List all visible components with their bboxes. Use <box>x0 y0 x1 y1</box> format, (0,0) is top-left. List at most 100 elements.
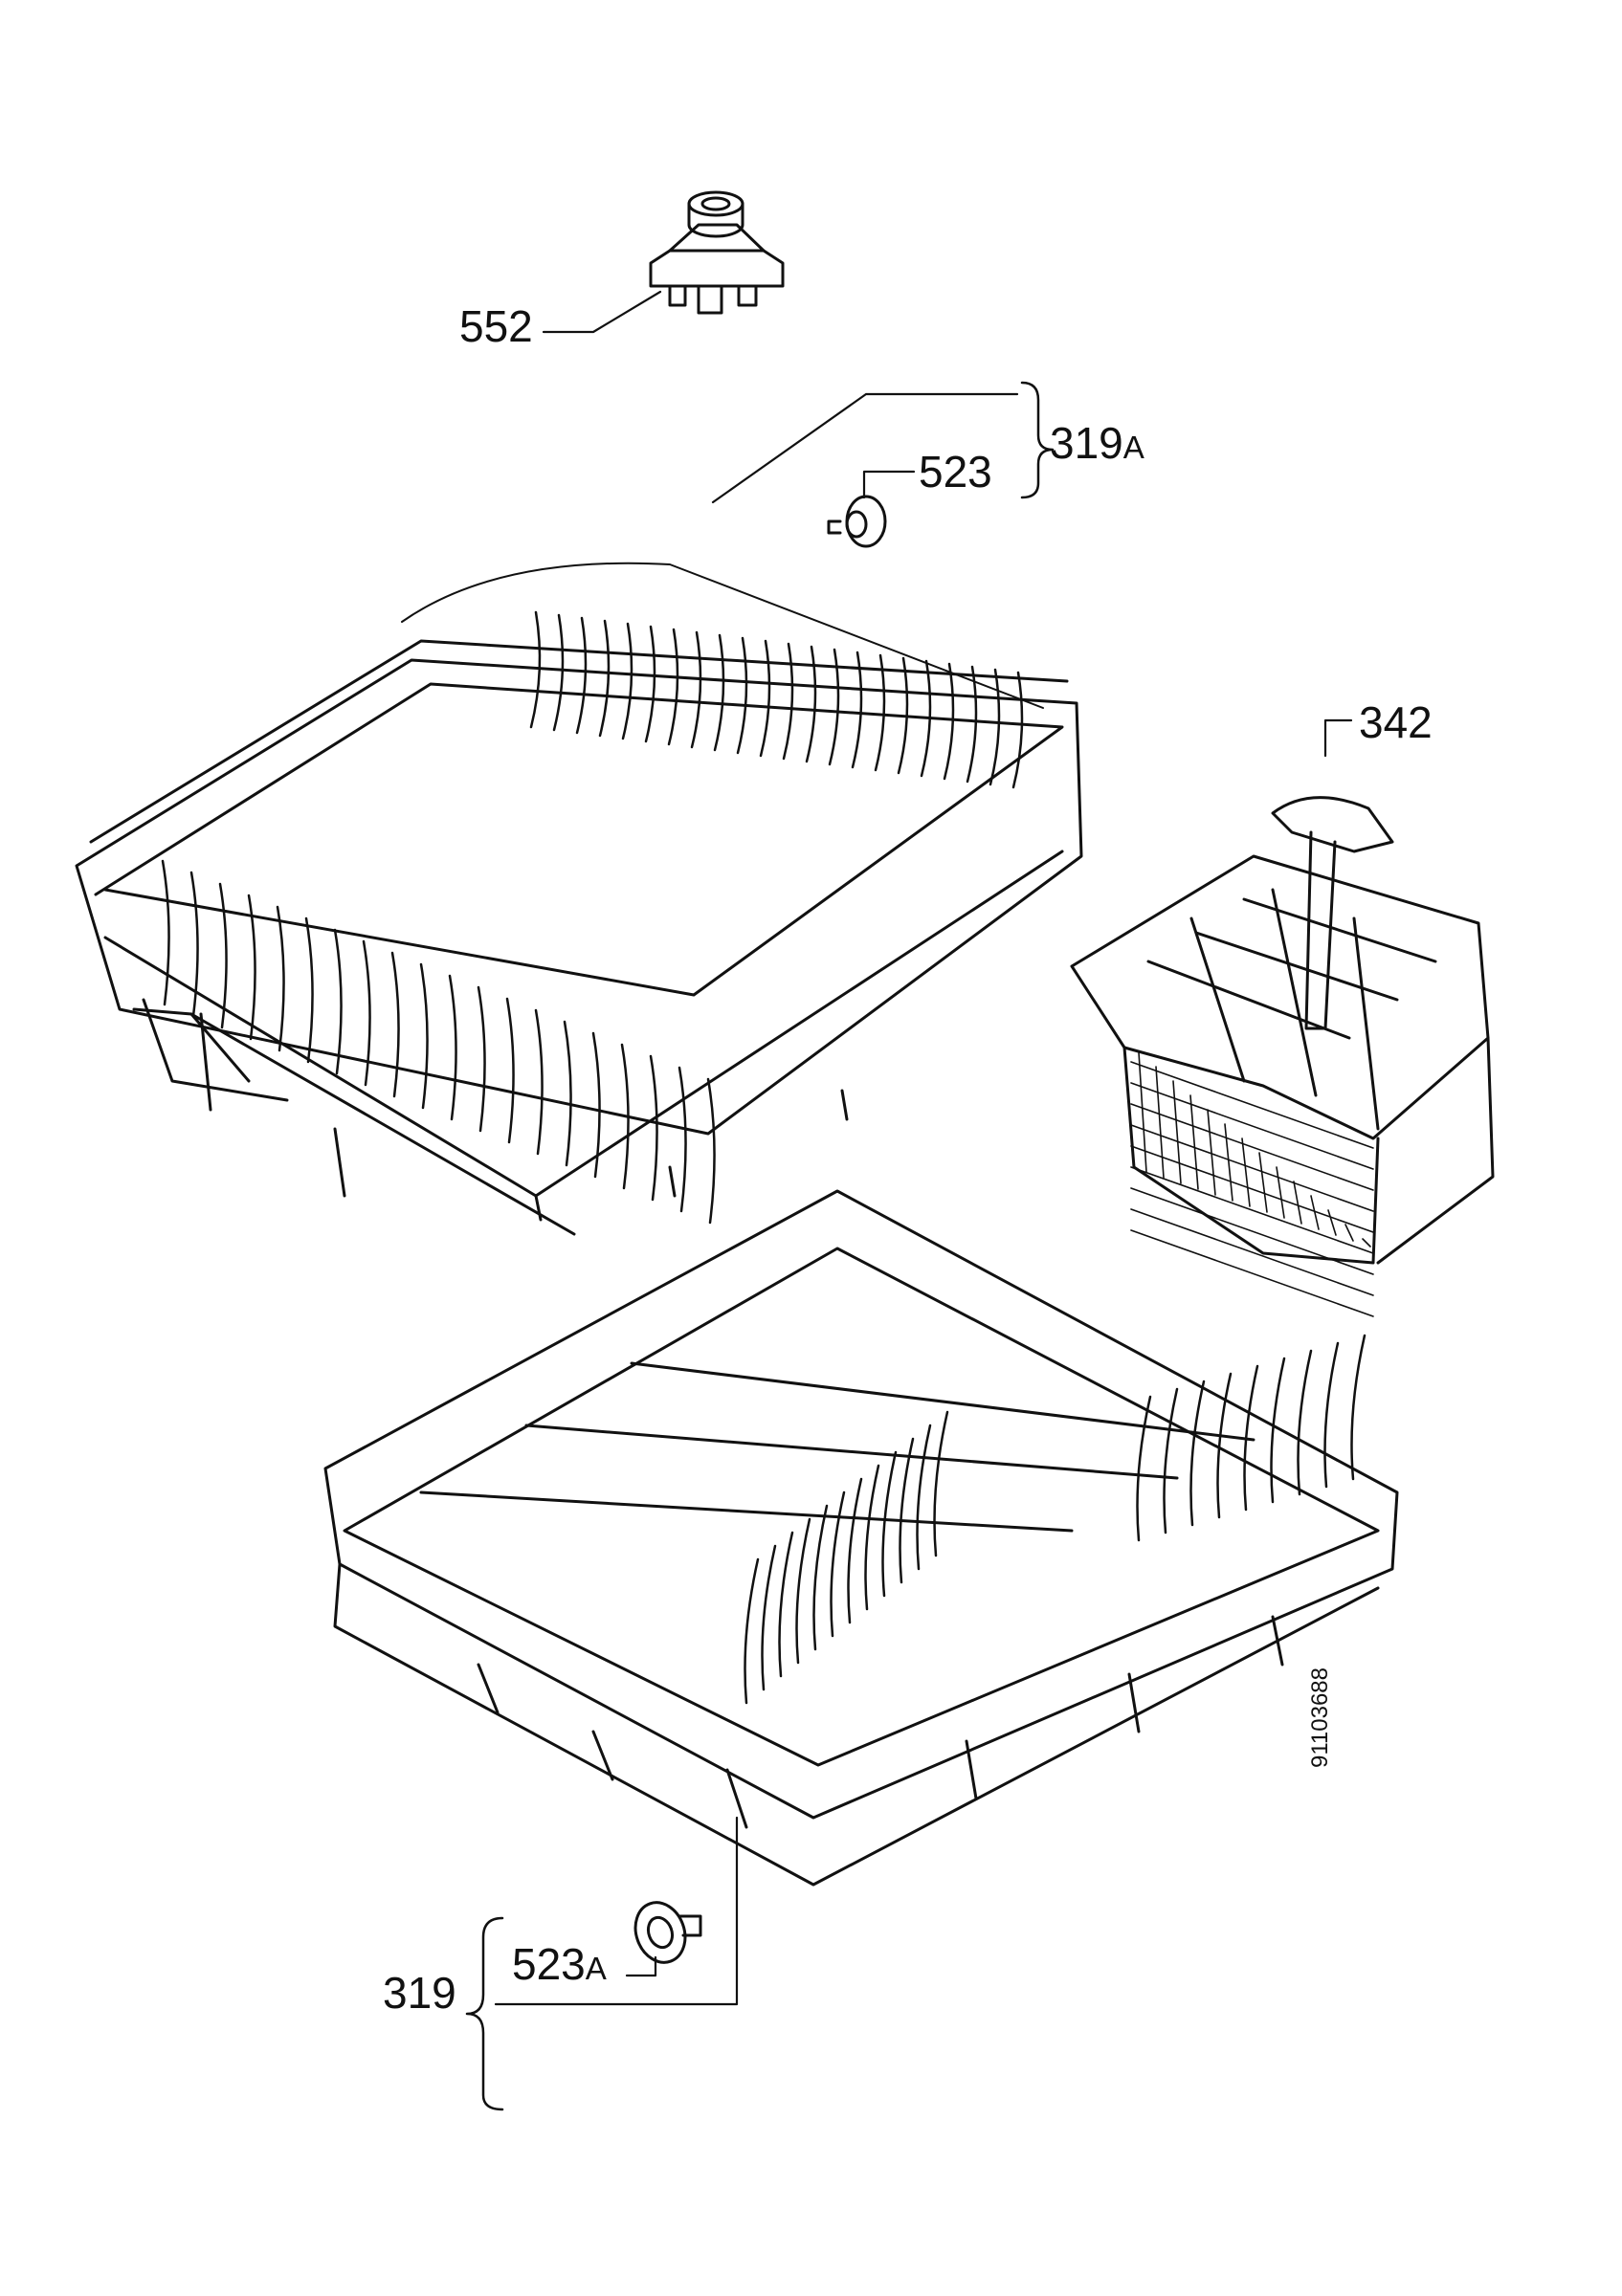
upper-front-tine <box>534 1008 544 1156</box>
lower-rack-tine <box>1270 1357 1286 1504</box>
lower-rack-tine <box>916 1424 932 1571</box>
lower-rack-tine <box>830 1490 846 1638</box>
lower-rack-tine <box>933 1410 949 1557</box>
lower-rack-tine <box>1323 1341 1340 1489</box>
upper-rear-tine <box>552 613 565 732</box>
part-label-319a-main: 319 <box>1050 418 1123 468</box>
cutlery-mesh-line <box>1310 1195 1320 1230</box>
part-523-wheel <box>827 495 887 548</box>
drawing-code: 91103688 <box>1307 1667 1333 1768</box>
upper-rear-tine <box>690 630 702 749</box>
leader-342 <box>1323 718 1353 758</box>
part-label-319: 319 <box>383 1968 456 2018</box>
cutlery-mesh-line <box>1189 1094 1199 1190</box>
upper-front-tine <box>563 1020 572 1167</box>
upper-front-tine <box>161 859 170 1006</box>
upper-rear-tine <box>782 642 794 761</box>
cutlery-mesh-line <box>1155 1066 1165 1179</box>
lower-rack-tine <box>795 1517 811 1665</box>
cutlery-mesh-line <box>1130 1229 1374 1317</box>
part-label-342: 342 <box>1359 697 1433 747</box>
leader-319 <box>494 1816 739 2006</box>
upper-front-tine <box>189 871 199 1018</box>
cutlery-mesh-line <box>1344 1224 1354 1242</box>
lower-rack-tine <box>1163 1387 1179 1534</box>
upper-front-tine <box>620 1043 630 1190</box>
lower-rack-tine <box>864 1464 880 1611</box>
part-342-cutlery-basket <box>1070 796 1495 1317</box>
cutlery-mesh-line <box>1130 1082 1374 1170</box>
lower-rack-tine <box>1189 1380 1206 1527</box>
brace-319a <box>1020 381 1055 499</box>
upper-rear-tine <box>644 625 656 743</box>
upper-rear-tine <box>667 628 679 746</box>
leader-319a <box>711 392 1019 504</box>
cutlery-mesh-line <box>1258 1152 1268 1213</box>
leader-552 <box>542 290 662 334</box>
upper-front-tine <box>218 882 228 1029</box>
upper-rear-tine <box>966 665 978 784</box>
part-label-319a: 319A <box>1050 421 1144 465</box>
upper-front-tine <box>419 962 429 1110</box>
lower-rack-tine <box>1350 1334 1366 1481</box>
upper-rear-tine <box>621 622 633 740</box>
part-label-523: 523 <box>919 447 992 497</box>
lower-rack-tine <box>744 1557 760 1705</box>
cutlery-mesh-line <box>1130 1124 1374 1212</box>
upper-rear-tine <box>759 639 771 758</box>
part-552-roller <box>649 190 785 315</box>
brace-319 <box>465 1916 504 2111</box>
upper-rear-tine <box>575 616 588 735</box>
cutlery-mesh-line <box>1207 1109 1216 1196</box>
upper-front-tine <box>706 1077 716 1225</box>
upper-front-tine <box>448 974 457 1121</box>
part-label-523a: 523A <box>512 1942 607 1986</box>
upper-rear-tine <box>828 648 840 766</box>
cutlery-mesh-line <box>1276 1166 1285 1219</box>
cutlery-mesh-line <box>1130 1187 1374 1275</box>
part-label-552: 552 <box>459 301 533 351</box>
part-label-523a-main: 523 <box>512 1939 586 1989</box>
upper-rear-tine <box>713 633 725 752</box>
part-523a-wheel <box>633 1901 702 1964</box>
lower-rack-tine <box>812 1504 829 1651</box>
upper-rear-tine <box>1011 671 1024 789</box>
upper-front-tine <box>390 951 400 1098</box>
upper-rear-tine <box>736 636 748 755</box>
leader-lines <box>494 290 1353 2006</box>
part-label-319a-suffix: A <box>1122 430 1144 466</box>
upper-front-tine <box>505 997 515 1144</box>
upper-front-tine <box>304 916 314 1064</box>
lower-rack-tine <box>1136 1395 1152 1542</box>
upper-front-tine <box>247 894 256 1041</box>
upper-rear-tine <box>874 653 886 772</box>
upper-rear-tine <box>805 645 817 763</box>
cutlery-mesh-line <box>1130 1145 1374 1233</box>
braces <box>465 381 1055 2111</box>
cutlery-mesh-line <box>1130 1061 1374 1149</box>
upper-rear-tine <box>897 656 909 775</box>
cutlery-mesh-line <box>1293 1181 1302 1225</box>
upper-rear-tine <box>598 619 611 738</box>
lower-rack-tine <box>899 1437 915 1584</box>
lower-rack-tine <box>881 1450 898 1598</box>
upper-rear-tine <box>851 651 863 769</box>
upper-front-tine <box>678 1066 687 1213</box>
lower-rack-tine <box>761 1544 777 1691</box>
cutlery-mesh-line <box>1130 1166 1374 1254</box>
cutlery-mesh-line <box>1241 1137 1251 1207</box>
upper-front-tine <box>649 1054 658 1202</box>
lower-rack-tine <box>1216 1372 1233 1519</box>
upper-rear-tine <box>989 668 1001 786</box>
cutlery-mesh-line <box>1224 1123 1233 1202</box>
cutlery-mesh-line <box>1130 1208 1374 1296</box>
lower-rack-tine <box>1243 1364 1259 1512</box>
upper-front-tine <box>333 928 343 1075</box>
lower-basket <box>323 1189 1399 1887</box>
upper-front-tine <box>477 985 486 1133</box>
upper-front-tine <box>276 905 285 1052</box>
upper-rear-tine <box>529 610 542 729</box>
part-label-523a-suffix: A <box>585 1952 607 1987</box>
